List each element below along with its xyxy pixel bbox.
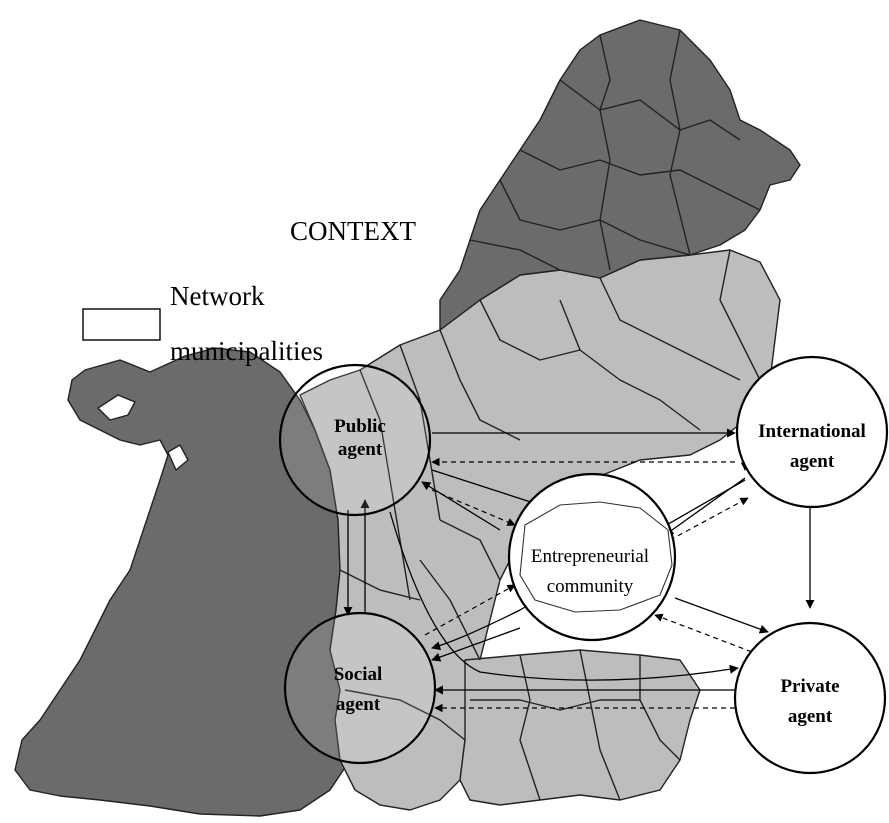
bay bbox=[167, 444, 189, 471]
private-agent-label-line2: agent bbox=[788, 706, 833, 727]
legend-label-line2: municipalities bbox=[170, 336, 323, 366]
island bbox=[97, 394, 136, 421]
arrow-community-to-private bbox=[674, 597, 769, 634]
entrepreneurial-community-circle bbox=[507, 472, 677, 642]
public-agent-circle bbox=[278, 363, 432, 517]
social-agent-circle bbox=[283, 611, 437, 765]
node-private: Private agent bbox=[733, 621, 887, 775]
legend: Network municipalities bbox=[82, 281, 323, 366]
relation-arrows-solid bbox=[343, 428, 815, 695]
dashed-private-to-community bbox=[654, 613, 761, 656]
social-agent-label-line2: agent bbox=[336, 694, 381, 715]
international-agent-label-line1: International bbox=[758, 421, 866, 442]
entrepreneurial-community-label-line1: Entrepreneurial bbox=[531, 546, 649, 567]
community-inner-outline bbox=[519, 501, 673, 613]
public-agent-label-line1: Public bbox=[334, 416, 386, 437]
dashed-social-to-community bbox=[424, 584, 516, 636]
node-public: Public agent bbox=[278, 363, 432, 517]
municipality-borders bbox=[339, 29, 761, 801]
dashed-community-to-international bbox=[669, 497, 749, 541]
legend-label-line1: Network bbox=[170, 281, 265, 311]
node-entrepreneurial: Entrepreneurial community bbox=[507, 472, 677, 642]
private-agent-circle bbox=[733, 621, 887, 775]
context-label: CONTEXT bbox=[290, 216, 416, 246]
arrow-community-to-public bbox=[421, 481, 501, 531]
dashed-public-to-community bbox=[431, 489, 516, 526]
legend-swatch bbox=[82, 308, 161, 341]
arrow-public-to-private-curve bbox=[389, 511, 739, 681]
international-agent-circle bbox=[735, 355, 889, 509]
international-agent-label-line2: agent bbox=[790, 451, 835, 472]
social-agent-label-line1: Social bbox=[334, 664, 383, 685]
entrepreneurial-community-label-line2: community bbox=[547, 576, 634, 597]
arrow-community-to-social bbox=[431, 627, 521, 662]
public-agent-label-line2: agent bbox=[338, 439, 383, 460]
map bbox=[14, 19, 801, 817]
south-light-region bbox=[459, 649, 701, 806]
relation-arrows-dashed bbox=[424, 450, 761, 713]
node-international: International agent bbox=[735, 355, 889, 509]
node-social: Social agent bbox=[283, 611, 437, 765]
private-agent-label-line1: Private bbox=[780, 676, 839, 697]
west-dark-region bbox=[14, 347, 361, 817]
arrow-public-to-community bbox=[431, 469, 541, 507]
